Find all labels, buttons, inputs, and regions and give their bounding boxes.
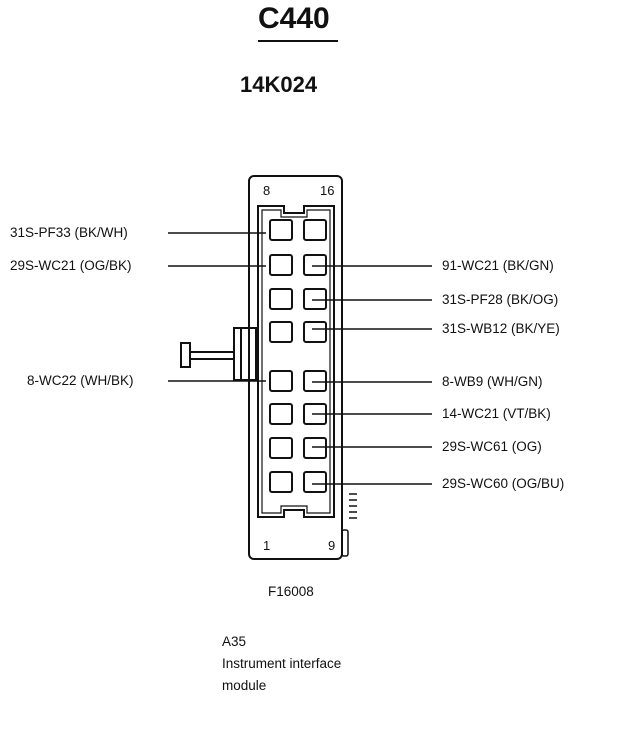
figure-id: F16008 (268, 584, 314, 599)
pin-cavity (269, 321, 293, 343)
pin-cavity (303, 219, 327, 241)
locking-latch (180, 327, 257, 381)
pin-cavity (269, 437, 293, 459)
wire-label-right: 31S-PF28 (BK/OG) (442, 292, 559, 307)
pin-label-9: 9 (328, 538, 336, 553)
pin-cavity (269, 403, 293, 425)
wire-label-right: 31S-WB12 (BK/YE) (442, 321, 560, 336)
wire-label-right: 14-WC21 (VT/BK) (442, 406, 551, 421)
pin-label-16: 16 (320, 183, 335, 198)
connector-housing-inner-rim (261, 209, 331, 514)
pin-cavity (269, 370, 293, 392)
pin-cavity (269, 219, 293, 241)
pin-cavity (269, 288, 293, 310)
caption-line-2: module (222, 678, 267, 693)
pin-cavity (303, 437, 327, 459)
pin-cavity (303, 288, 327, 310)
leader-lines-left (168, 232, 266, 382)
caption-line-1: Instrument interface (222, 656, 342, 671)
pin-cavity (303, 471, 327, 493)
pin-cavity (303, 370, 327, 392)
wire-label-right: 29S-WC61 (OG) (442, 439, 542, 454)
connector-part-number: 14K024 (240, 72, 318, 97)
pin-cavities (269, 219, 327, 493)
pin-cavity (303, 321, 327, 343)
pin-cavity (303, 254, 327, 276)
title-underline (258, 40, 338, 42)
side-clip (341, 493, 357, 557)
wire-label-left: 29S-WC21 (OG/BK) (10, 258, 132, 273)
wire-label-right: 8-WB9 (WH/GN) (442, 374, 543, 389)
wire-label-right: 29S-WC60 (OG/BU) (442, 476, 565, 491)
pin-label-8: 8 (263, 183, 271, 198)
pin-label-1: 1 (263, 538, 271, 553)
connector-title: C440 (258, 2, 330, 35)
clip-foot (341, 529, 349, 557)
connector-housing-outer (248, 175, 343, 560)
caption-code: A35 (222, 634, 247, 649)
connector-housing-inner (257, 205, 335, 518)
wire-label-right: 91-WC21 (BK/GN) (442, 258, 554, 273)
latch-body (233, 327, 257, 381)
leader-lines-right (312, 265, 432, 485)
pin-cavity (269, 254, 293, 276)
wire-label-left: 8-WC22 (WH/BK) (27, 373, 134, 388)
wire-label-left: 31S-PF33 (BK/WH) (10, 225, 128, 240)
pin-cavity (269, 471, 293, 493)
latch-tab (180, 342, 191, 368)
